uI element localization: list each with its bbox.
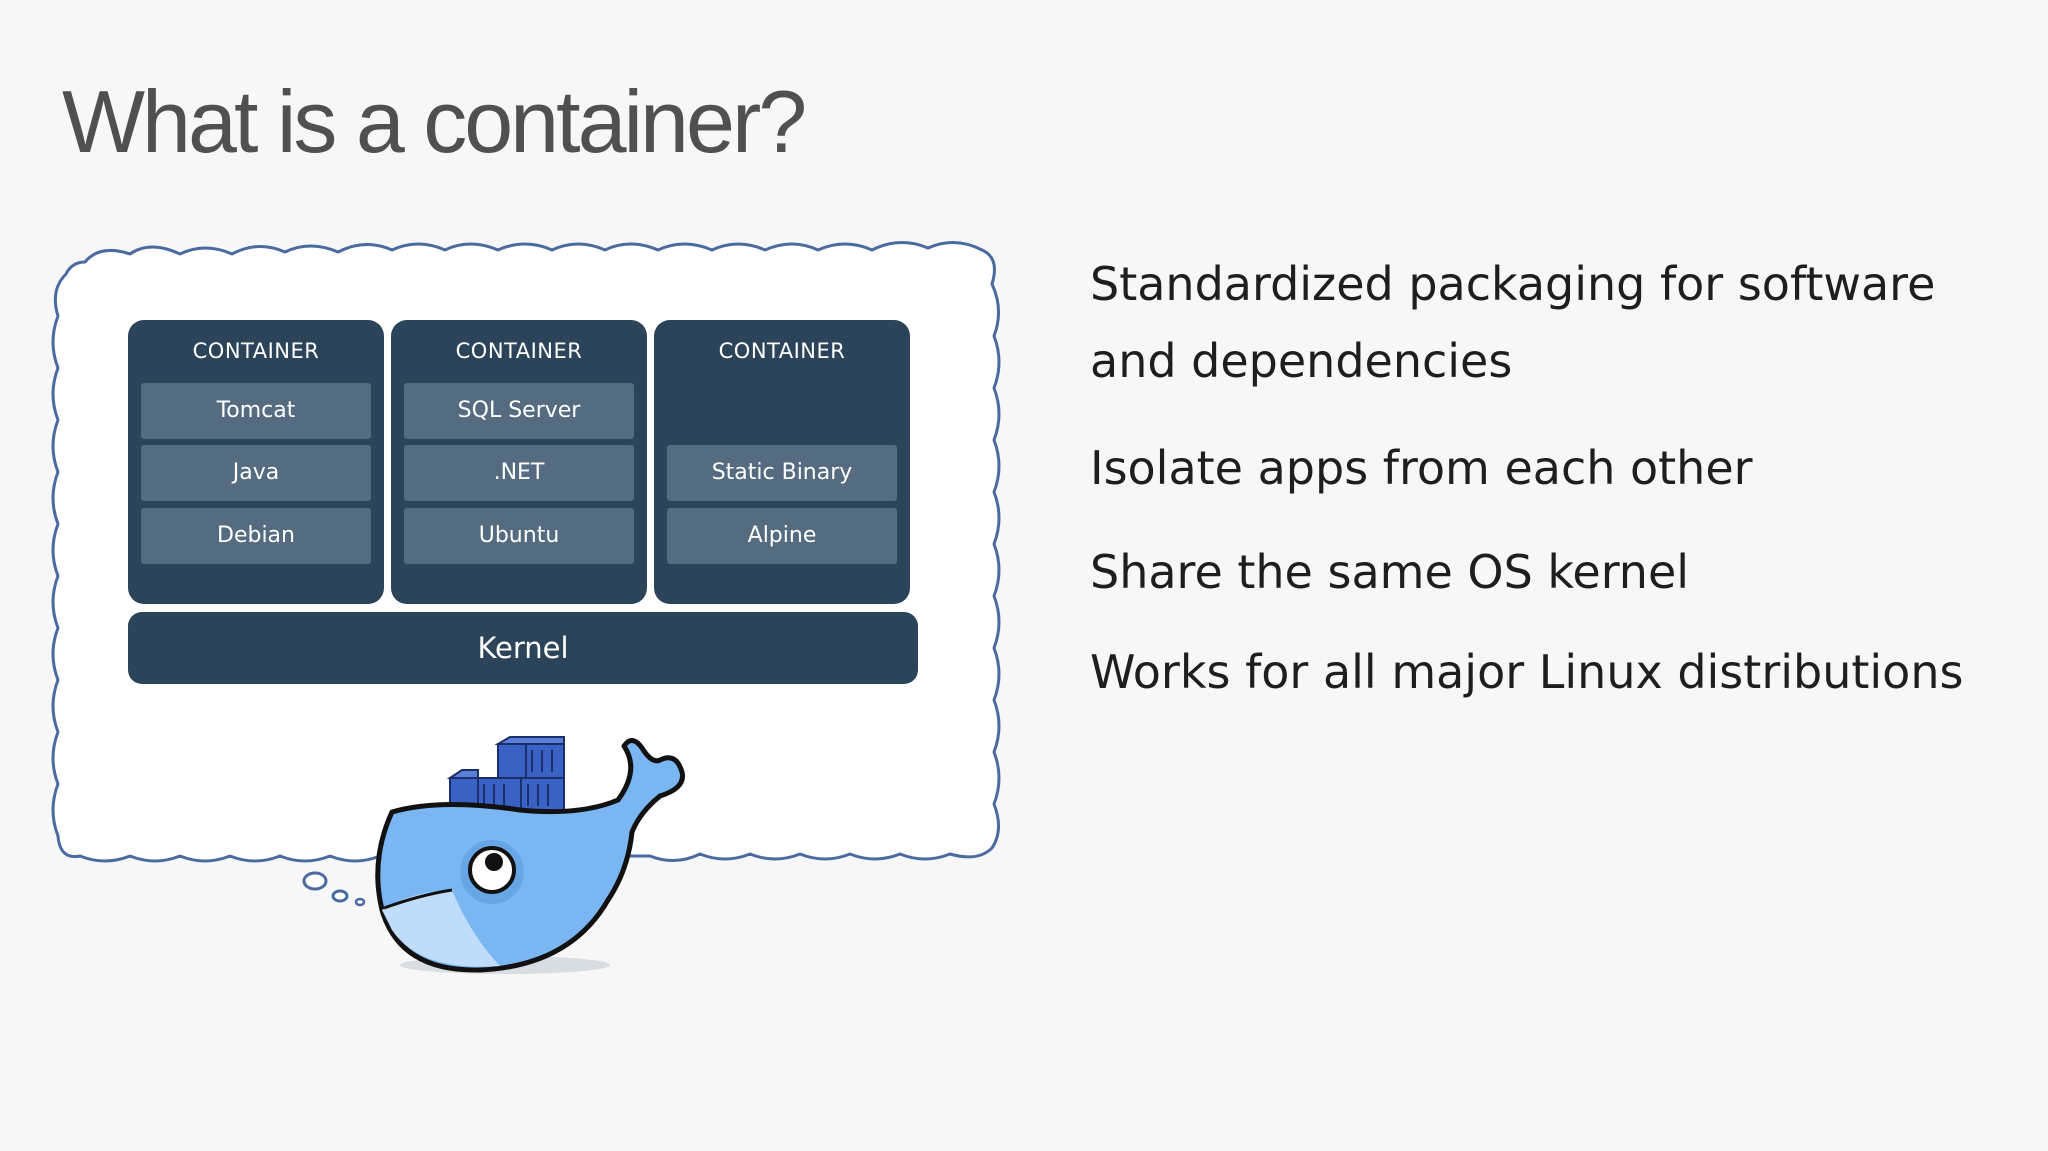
container-label: CONTAINER — [192, 339, 320, 363]
container-2: CONTAINER SQL Server .NET Ubuntu — [391, 320, 647, 604]
bullet-isolate: Isolate apps from each other — [1090, 441, 1753, 495]
slide-title: What is a container? — [62, 72, 807, 171]
layer-runtime: Java — [141, 445, 371, 501]
bullet-packaging: Standardized packaging for software and … — [1090, 257, 1936, 388]
container-1: CONTAINER Tomcat Java Debian — [128, 320, 384, 604]
container-label: CONTAINER — [455, 339, 583, 363]
bullet-kernel: Share the same OS kernel — [1090, 545, 1690, 599]
layer-runtime: .NET — [404, 445, 634, 501]
layer-os: Ubuntu — [404, 508, 634, 564]
layer-app: SQL Server — [404, 383, 634, 439]
container-3: CONTAINER Static Binary Alpine — [654, 320, 910, 604]
container-label: CONTAINER — [718, 339, 846, 363]
layer-runtime: Static Binary — [667, 445, 897, 501]
kernel-bar: Kernel — [128, 612, 918, 684]
layer-app: Tomcat — [141, 383, 371, 439]
layer-os: Debian — [141, 508, 371, 564]
bullet-linux: Works for all major Linux distributions — [1090, 645, 1964, 699]
layer-os: Alpine — [667, 508, 897, 564]
